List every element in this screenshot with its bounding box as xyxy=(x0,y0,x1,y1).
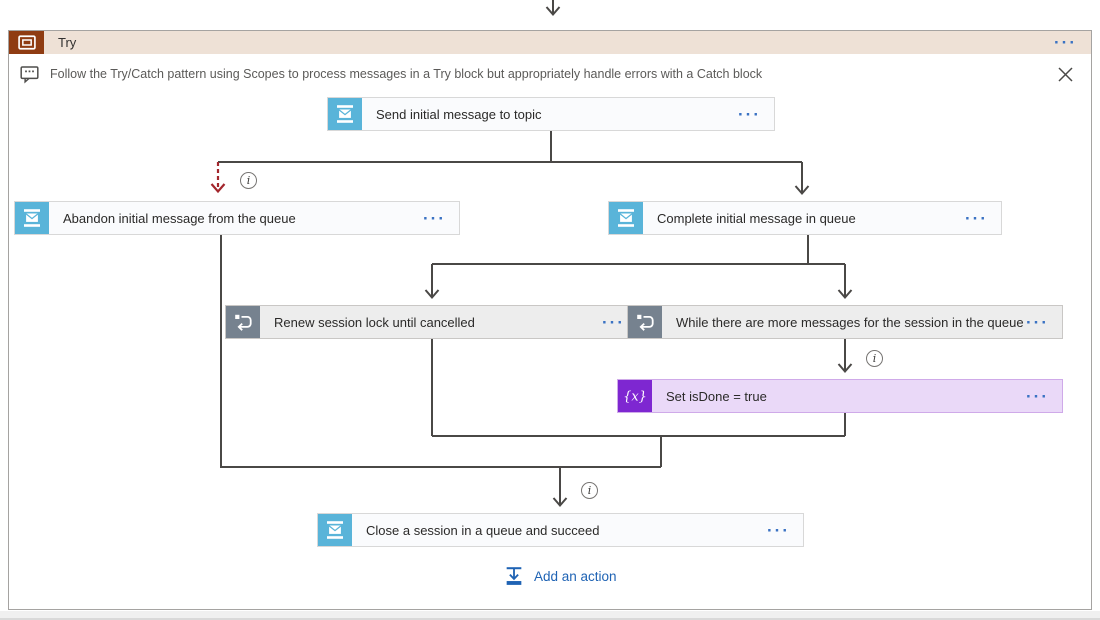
scope-title: Try xyxy=(58,35,77,50)
scope-icon xyxy=(9,31,44,54)
service-bus-icon xyxy=(318,514,352,546)
info-icon[interactable]: i xyxy=(866,350,883,367)
comment-icon xyxy=(19,64,40,84)
action-title: Renew session lock until cancelled xyxy=(274,314,475,330)
info-icon[interactable]: i xyxy=(581,482,598,499)
service-bus-icon xyxy=(328,98,362,130)
action-ellipsis-menu[interactable]: ··· xyxy=(423,208,446,228)
action-title: Send initial message to topic xyxy=(376,106,542,122)
add-action-icon xyxy=(506,567,522,585)
close-comment-button[interactable] xyxy=(1054,63,1076,85)
action-title: Set isDone = true xyxy=(666,388,767,404)
action-ellipsis-menu[interactable]: ··· xyxy=(1026,312,1049,332)
add-an-action-button[interactable]: Add an action xyxy=(503,563,617,589)
until-loop-icon xyxy=(628,306,662,338)
scope-comment-bar: Follow the Try/Catch pattern using Scope… xyxy=(9,60,1091,88)
service-bus-icon xyxy=(15,202,49,234)
variables-icon: {x} xyxy=(618,380,652,412)
comment-text: Follow the Try/Catch pattern using Scope… xyxy=(50,67,763,81)
action-title: While there are more messages for the se… xyxy=(676,314,1024,330)
action-title: Abandon initial message from the queue xyxy=(63,210,296,226)
info-icon[interactable]: i xyxy=(240,172,257,189)
action-ellipsis-menu[interactable]: ··· xyxy=(738,104,761,124)
until-loop-icon xyxy=(226,306,260,338)
close-icon xyxy=(1057,66,1073,82)
service-bus-icon xyxy=(609,202,643,234)
entry-connector xyxy=(545,0,561,17)
action-while-more-messages-until-loop[interactable]: While there are more messages for the se… xyxy=(627,305,1063,339)
action-complete-initial-message[interactable]: Complete initial message in queue ··· xyxy=(608,201,1002,235)
action-ellipsis-menu[interactable]: ··· xyxy=(602,312,625,332)
action-close-session-and-succeed[interactable]: Close a session in a queue and succeed ·… xyxy=(317,513,804,547)
action-set-isdone-variable[interactable]: {x} Set isDone = true ··· xyxy=(617,379,1063,413)
action-ellipsis-menu[interactable]: ··· xyxy=(1026,386,1049,406)
action-send-initial-message-to-topic[interactable]: Send initial message to topic ··· xyxy=(327,97,775,131)
scope-ellipsis-menu[interactable]: ··· xyxy=(1054,33,1077,52)
action-renew-session-lock-until-loop[interactable]: Renew session lock until cancelled ··· xyxy=(225,305,639,339)
canvas-strip xyxy=(0,611,1100,620)
variables-glyph: {x} xyxy=(623,390,647,405)
action-ellipsis-menu[interactable]: ··· xyxy=(767,520,790,540)
add-action-label: Add an action xyxy=(534,568,617,584)
action-title: Close a session in a queue and succeed xyxy=(366,522,600,538)
try-scope-header[interactable]: Try ··· xyxy=(9,31,1091,54)
action-ellipsis-menu[interactable]: ··· xyxy=(965,208,988,228)
action-title: Complete initial message in queue xyxy=(657,210,856,226)
action-abandon-initial-message[interactable]: Abandon initial message from the queue ·… xyxy=(14,201,460,235)
